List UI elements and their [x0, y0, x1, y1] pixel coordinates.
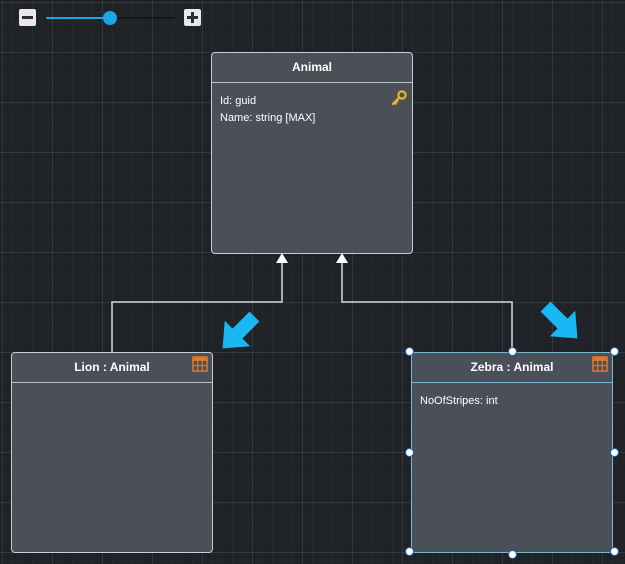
entity-lion[interactable]: Lion : Animal: [11, 352, 213, 553]
resize-handle-top-right[interactable]: [609, 346, 619, 356]
resize-handle-bottom-left[interactable]: [404, 546, 414, 556]
entity-lion-title: Lion : Animal: [12, 353, 212, 383]
entity-zebra-title: Zebra : Animal: [412, 353, 612, 383]
arrow-icon: [540, 301, 578, 339]
arrow-icon: [222, 311, 260, 349]
zoom-slider-thumb[interactable]: [103, 11, 117, 25]
resize-handle-right[interactable]: [609, 447, 619, 457]
entity-field[interactable]: Id: guid: [220, 95, 257, 107]
resize-handle-bottom-right[interactable]: [609, 546, 619, 556]
resize-handle-top-left[interactable]: [404, 346, 414, 356]
entity-animal-title: Animal: [212, 53, 412, 83]
zebra-inheritance-arrowhead: [336, 253, 348, 263]
lion-inheritance-arrowhead: [276, 253, 288, 263]
lion-inheritance-connector[interactable]: [111, 262, 283, 352]
zebra-inheritance-connector[interactable]: [341, 262, 513, 352]
zoom-slider[interactable]: [46, 11, 174, 25]
resize-handle-top[interactable]: [507, 346, 517, 356]
resize-handle-bottom[interactable]: [507, 549, 517, 559]
resize-handle-left[interactable]: [404, 447, 414, 457]
zoom-in-button[interactable]: [184, 9, 201, 26]
table-icon: [592, 356, 608, 372]
entity-field[interactable]: Name: string [MAX]: [220, 112, 316, 124]
zoom-slider-fill: [46, 17, 110, 19]
entity-zebra[interactable]: Zebra : Animal NoOfStripes: int: [411, 352, 613, 553]
zoom-out-button[interactable]: [19, 9, 36, 26]
entity-animal[interactable]: Animal Id: guid Name: string [MAX]: [211, 52, 413, 254]
key-icon: [391, 90, 407, 106]
table-icon: [192, 356, 208, 372]
entity-field[interactable]: NoOfStripes: int: [420, 395, 498, 407]
